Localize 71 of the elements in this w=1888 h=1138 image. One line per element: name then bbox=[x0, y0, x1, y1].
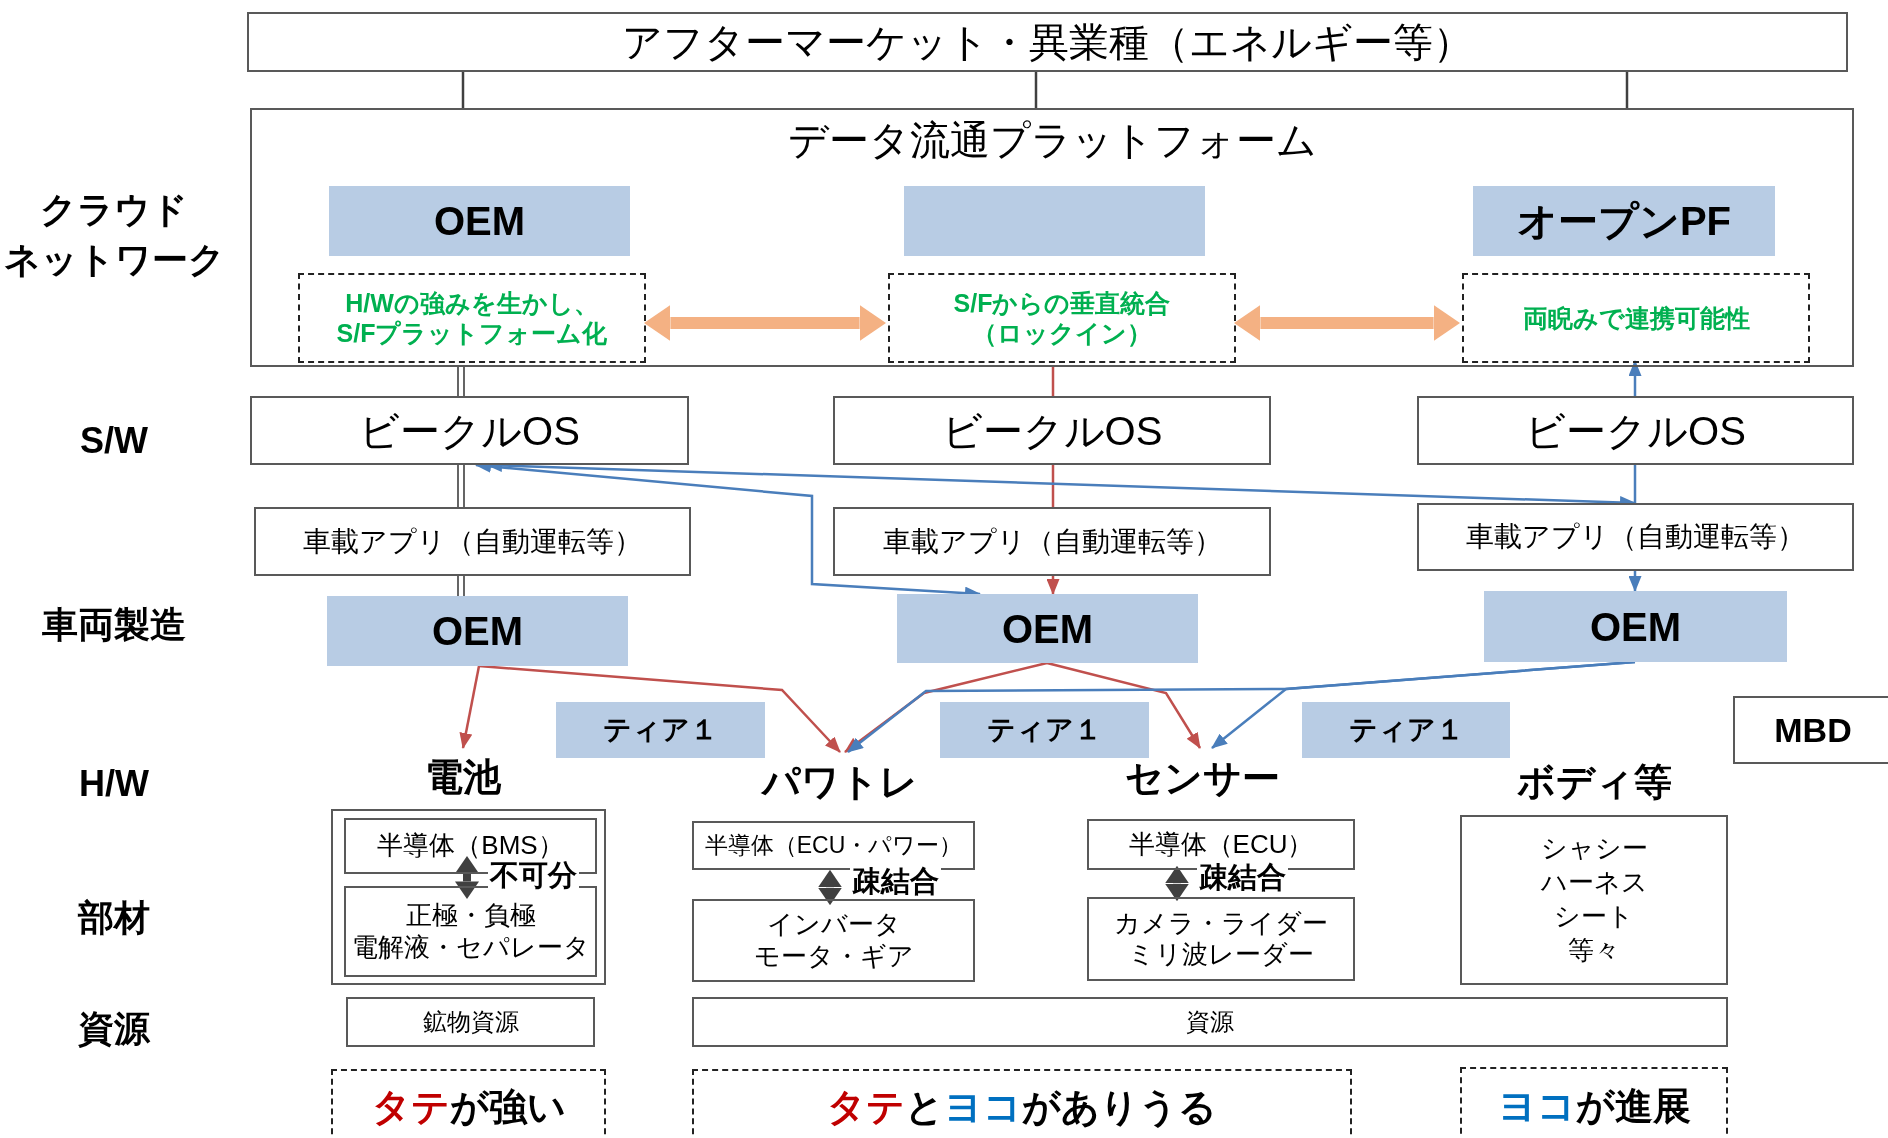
app-box: 車載アプリ（自動運転等） bbox=[1417, 503, 1854, 571]
arrow bbox=[459, 665, 481, 749]
platform-panel bbox=[250, 108, 1854, 367]
arrow bbox=[818, 869, 842, 906]
resource-box: 資源 bbox=[692, 997, 1728, 1047]
row-label: 資源 bbox=[77, 1007, 151, 1051]
note-box: 両睨みで連携可能性 bbox=[1462, 273, 1810, 363]
resource-box: 鉱物資源 bbox=[346, 997, 595, 1047]
edge-label: 不可分 bbox=[488, 860, 579, 892]
group-box bbox=[331, 809, 606, 985]
connector-line bbox=[1034, 72, 1038, 108]
tier-box: ティア１ bbox=[1302, 702, 1510, 758]
oem-box: OEM bbox=[1484, 591, 1787, 662]
arrow bbox=[1628, 571, 1642, 592]
arrow bbox=[644, 305, 886, 341]
item-text: 正極・負極 bbox=[405, 900, 536, 932]
app-box: 車載アプリ（自動運転等） bbox=[833, 507, 1271, 576]
item-text: インバータ bbox=[766, 909, 901, 941]
list-item: 等々 bbox=[1568, 933, 1620, 967]
connector-line bbox=[457, 366, 465, 397]
component-box bbox=[692, 899, 975, 982]
arrow bbox=[478, 664, 841, 753]
edge-label: 疎結合 bbox=[1197, 862, 1288, 894]
row-label: クラウド bbox=[39, 188, 189, 232]
item-text: 電解液・セパレータ bbox=[351, 931, 590, 963]
tier-box: ティア１ bbox=[556, 702, 765, 758]
row-label: 車両製造 bbox=[41, 603, 187, 647]
oem-box: OEM bbox=[327, 596, 628, 666]
category-heading: 電池 bbox=[403, 748, 523, 808]
os-box: ビークルOS bbox=[1417, 396, 1854, 465]
row-label: 部材 bbox=[76, 896, 151, 940]
connector-line bbox=[1633, 465, 1637, 503]
arrow bbox=[1165, 865, 1189, 902]
row-label: ネットワーク bbox=[2, 238, 226, 282]
category-box: オープンPF bbox=[1473, 186, 1775, 256]
arrow bbox=[1046, 576, 1060, 595]
item-text: モータ・ギア bbox=[753, 940, 914, 972]
component-box bbox=[1087, 897, 1355, 981]
list-item: シート bbox=[1554, 900, 1634, 933]
os-box: ビークルOS bbox=[250, 396, 689, 465]
row-label: S/W bbox=[79, 420, 149, 462]
connector-line bbox=[1051, 367, 1055, 396]
arrow bbox=[1234, 305, 1460, 341]
connector-line bbox=[1051, 465, 1055, 507]
category-box: OEM bbox=[329, 186, 630, 256]
app-box: 車載アプリ（自動運転等） bbox=[254, 507, 691, 576]
arrow bbox=[1046, 661, 1202, 749]
connector-line bbox=[457, 464, 465, 508]
item-text: ミリ波レーダー bbox=[1128, 939, 1314, 971]
edge-label: 疎結合 bbox=[850, 866, 941, 898]
arrow bbox=[1211, 660, 1636, 749]
tier-box: ティア１ bbox=[940, 702, 1149, 758]
list-item: ハーネス bbox=[1540, 866, 1648, 900]
arrow bbox=[1628, 360, 1642, 396]
list-item: シャシー bbox=[1540, 832, 1648, 866]
arrow bbox=[844, 661, 1048, 753]
panel-title: データ流通プラットフォーム bbox=[787, 117, 1317, 164]
banner-box: アフターマーケット・異業種（エネルギー等） bbox=[247, 12, 1848, 72]
connector-line bbox=[461, 72, 465, 108]
note-box: S/Fからの垂直統合（ロックイン） bbox=[888, 273, 1236, 363]
connector-line bbox=[1625, 72, 1629, 108]
category-box bbox=[904, 186, 1205, 256]
list-heading: ボディ等 bbox=[1516, 760, 1672, 805]
oem-box: OEM bbox=[897, 594, 1198, 663]
note-box: H/Wの強みを生かし、S/Fプラットフォーム化 bbox=[298, 273, 646, 363]
os-box: ビークルOS bbox=[833, 396, 1271, 465]
item-text: カメラ・ライダー bbox=[1114, 907, 1328, 939]
mbd-box: MBD bbox=[1733, 696, 1888, 764]
arrow bbox=[455, 856, 479, 899]
row-label: H/W bbox=[78, 763, 150, 805]
connector-line bbox=[457, 575, 465, 597]
